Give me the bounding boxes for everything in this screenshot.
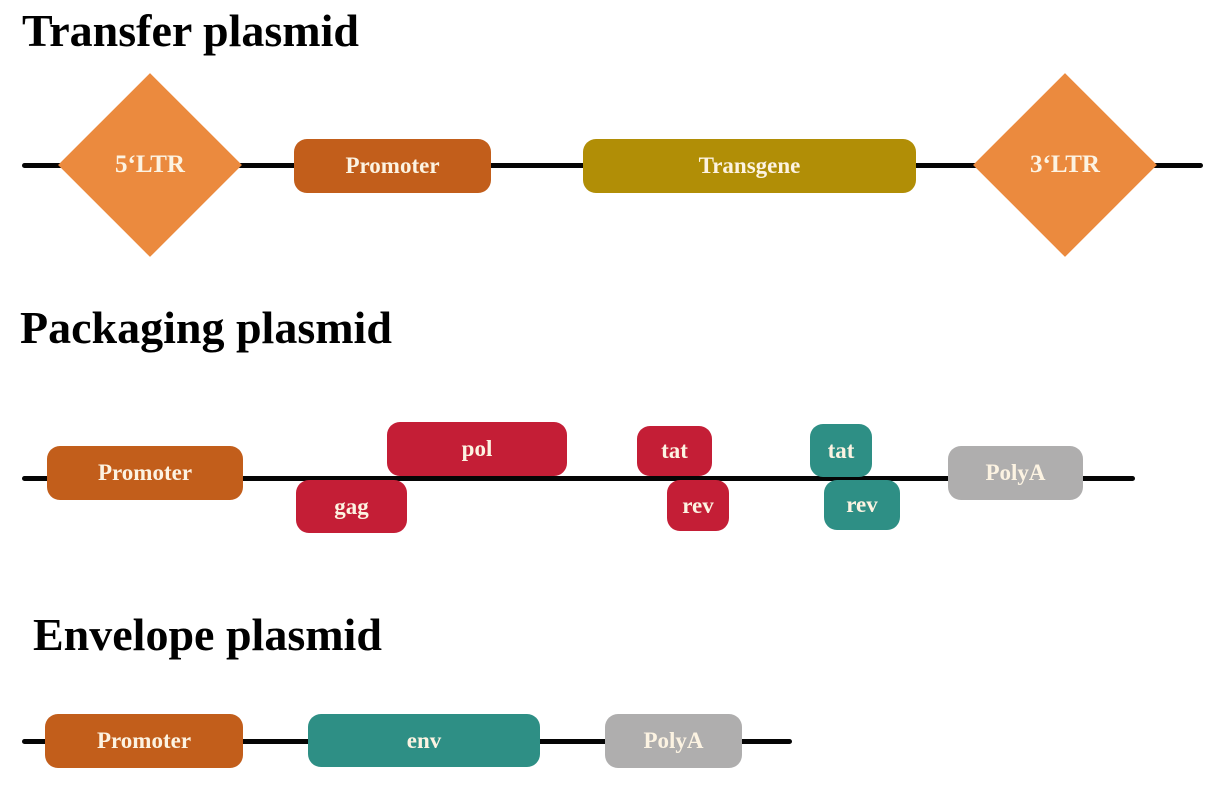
packaging-polya-box: PolyA [948, 446, 1083, 500]
envelope-promoter-label: Promoter [96, 728, 192, 753]
section-title-envelope-plasmid: Envelope plasmid [33, 609, 382, 660]
transgene-label: Transgene [698, 153, 801, 178]
section-title-packaging-plasmid: Packaging plasmid [20, 302, 392, 353]
gag-label: gag [334, 493, 369, 519]
tat-box-crimson: tat [637, 426, 712, 476]
envelope-promoter-box: Promoter [45, 714, 243, 768]
env-box: env [308, 714, 540, 767]
packaging-promoter-box: Promoter [47, 446, 243, 500]
envelope-polya-label: PolyA [643, 728, 704, 753]
packaging-polya-label: PolyA [985, 460, 1046, 485]
rev-label-crimson: rev [682, 492, 714, 518]
packaging-promoter-label: Promoter [97, 460, 193, 485]
tat-box-teal: tat [810, 424, 872, 477]
rev-box-crimson: rev [667, 480, 729, 531]
three-ltr-label: 3‘LTR [1030, 151, 1100, 178]
rev-box-teal: rev [824, 480, 900, 530]
five-ltr-label: 5‘LTR [115, 151, 185, 178]
five-ltr-diamond: 5‘LTR [58, 73, 242, 257]
tat-label-teal: tat [827, 437, 855, 463]
transfer-promoter-label: Promoter [345, 153, 440, 178]
envelope-polya-box: PolyA [605, 714, 742, 768]
tat-label-crimson: tat [661, 438, 688, 463]
pol-box: pol [387, 422, 567, 476]
env-label: env [406, 727, 442, 753]
gag-box: gag [296, 480, 407, 533]
three-ltr-diamond: 3‘LTR [973, 73, 1157, 257]
section-title-transfer-plasmid: Transfer plasmid [22, 5, 359, 56]
packaging-backbone-line [22, 476, 1135, 481]
rev-label-teal: rev [846, 492, 878, 517]
transgene-box: Transgene [583, 139, 916, 193]
pol-label: pol [461, 436, 493, 461]
transfer-promoter-box: Promoter [294, 139, 491, 193]
